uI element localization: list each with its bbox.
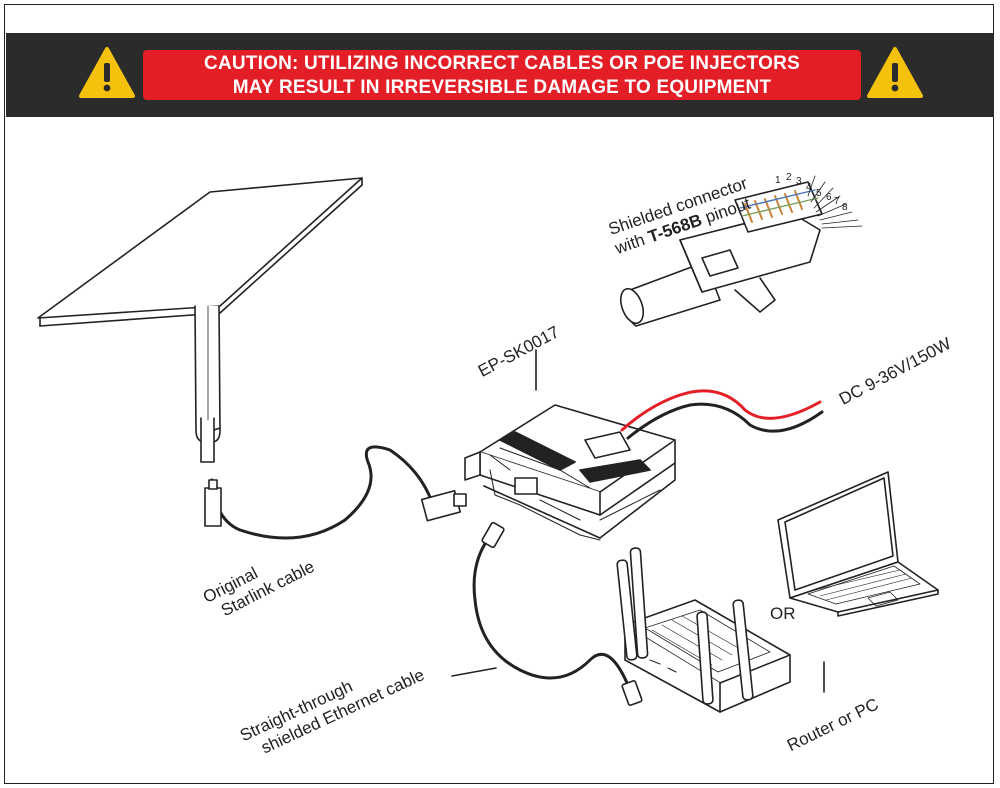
power-cable-black — [626, 402, 824, 440]
warning-icon-right — [867, 47, 923, 98]
injector-device-icon — [464, 349, 676, 541]
ethernet-cable — [472, 532, 632, 692]
pin-6-label: 6 — [826, 192, 832, 203]
pin-1-label: 1 — [775, 175, 781, 186]
warning-icon-left — [79, 47, 135, 98]
pin-3-label: 3 — [796, 176, 802, 187]
pin-8-label: 8 — [842, 202, 848, 213]
router-icon — [616, 547, 791, 713]
starlink-dish-icon — [37, 177, 363, 463]
starlink-cable — [210, 445, 434, 540]
power-cable-red — [620, 389, 822, 432]
shielded-connector-icon — [619, 175, 863, 327]
or-label: OR — [770, 604, 796, 623]
pin-7-label: 7 — [834, 196, 840, 207]
caution-line-2: MAY RESULT IN IRREVERSIBLE DAMAGE TO EQU… — [232, 77, 772, 98]
laptop-icon — [777, 471, 939, 617]
pin-5-label: 5 — [816, 188, 822, 199]
pin-2-label: 2 — [786, 172, 792, 183]
ethernet-plug-icon — [481, 521, 643, 706]
pin-4-label: 4 — [806, 182, 812, 193]
starlink-plug-icon — [204, 479, 467, 527]
caution-message: CAUTION: UTILIZING INCORRECT CABLES OR P… — [143, 50, 861, 100]
caution-line-1: CAUTION: UTILIZING INCORRECT CABLES OR P… — [204, 53, 800, 74]
